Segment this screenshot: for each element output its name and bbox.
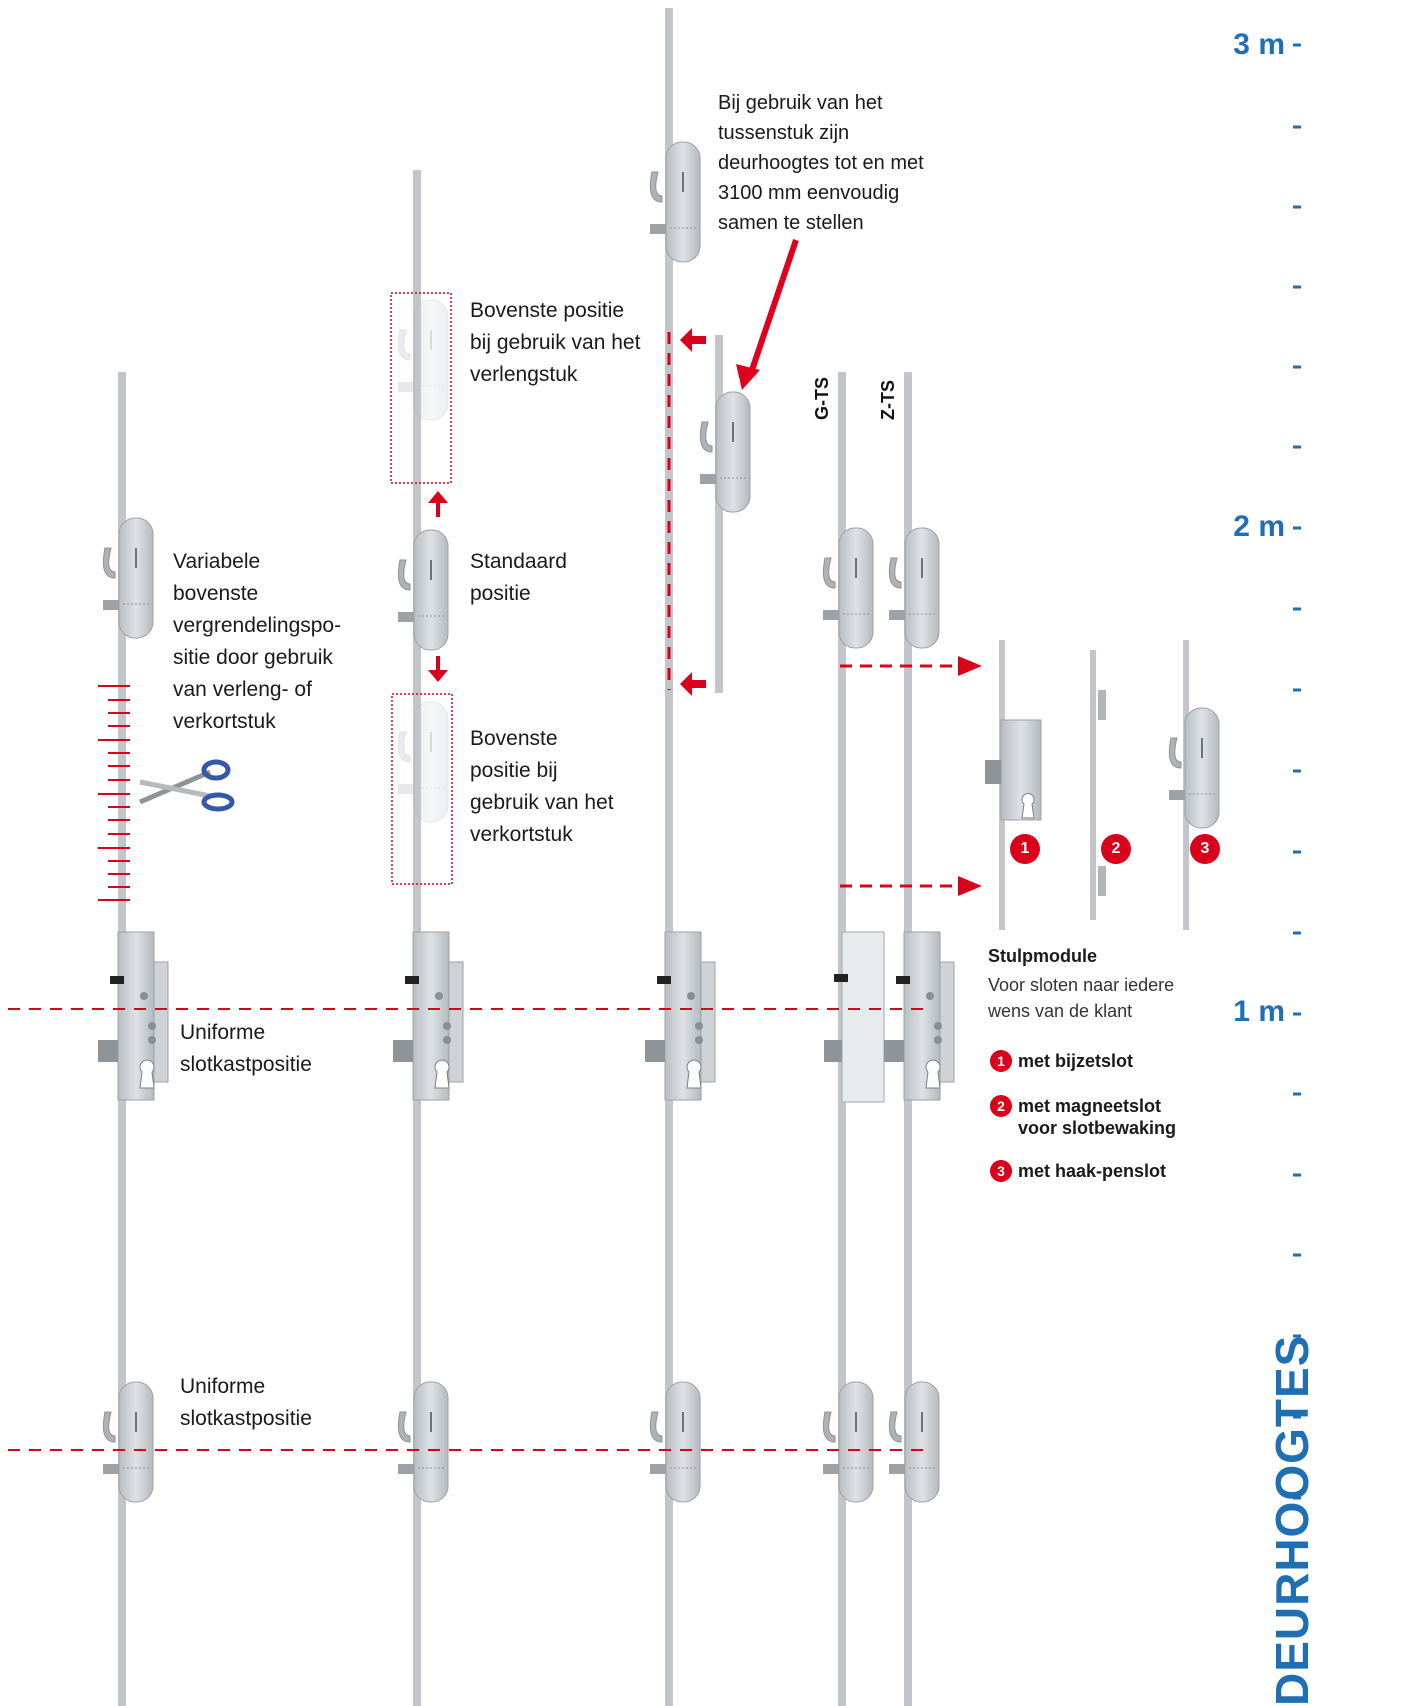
stulp-number-3: 3 [1190,834,1220,864]
intermediate-piece [699,335,751,693]
arrow-down-icon [428,656,448,682]
lock-rod-2 [392,170,464,1706]
arrow-up-icon [428,491,448,517]
scale-mark-2m: 2 m [1233,510,1285,543]
lock-rod-z-ts [883,372,955,1706]
diagonal-arrow-icon [736,364,760,390]
stulp-module-1 [985,640,1042,930]
scale-title: DEURHOOGTES [1266,1334,1318,1706]
label-uniform-lockcase-1: Uniforme slotkastpositie [180,1021,312,1076]
height-scale-ticks [1293,43,1301,1500]
legend-number-1: 1 [990,1050,1012,1072]
legend-number-3: 3 [990,1160,1012,1182]
lock-rod-1 [97,372,169,1706]
arrow-left-icon [680,328,706,352]
lock-rod-g-ts [822,372,885,1706]
legend-number-2: 2 [990,1095,1012,1117]
stulp-number-1: 1 [1010,834,1040,864]
label-uniform-lockcase-2: Uniforme slotkastpositie [180,1375,312,1430]
legend-text-1: met bijzetslot [1018,1051,1134,1071]
arrow-left-icon [680,672,706,696]
label-intermediate-piece: Bij gebruik van het tussenstuk zijn deur… [718,92,924,234]
label-shortening-position: Bovenste positie bij gebruik van het ver… [470,727,614,846]
stulp-description: Voor sloten naar iedere wens van de klan… [988,975,1175,1021]
label-standard-position: Standaard positie [470,550,567,605]
label-extension-position: Bovenste positie bij gebruik van het ver… [470,299,641,386]
stulp-module-3 [1168,640,1220,930]
legend-text-3: met haak-penslot [1018,1161,1167,1181]
lock-rod-3 [644,8,716,1706]
label-z-ts: Z-TS [878,380,898,420]
cut-scale [98,685,130,901]
scale-mark-1m: 1 m [1233,995,1285,1028]
extension-position-box [390,292,452,484]
label-variable-position: Variabele bovenste vergrendelingspo- sit… [173,550,342,733]
scissors-icon [139,759,235,812]
scale-mark-3m: 3 m [1233,28,1285,61]
stulp-number-2: 2 [1101,834,1131,864]
label-g-ts: G-TS [812,377,832,420]
legend-text-2: met magneetslot voor slotbewaking [1018,1096,1177,1138]
stulp-title: Stulpmodule [988,946,1097,966]
shortening-position-box [391,693,453,885]
stulp-module-2 [1090,650,1106,920]
